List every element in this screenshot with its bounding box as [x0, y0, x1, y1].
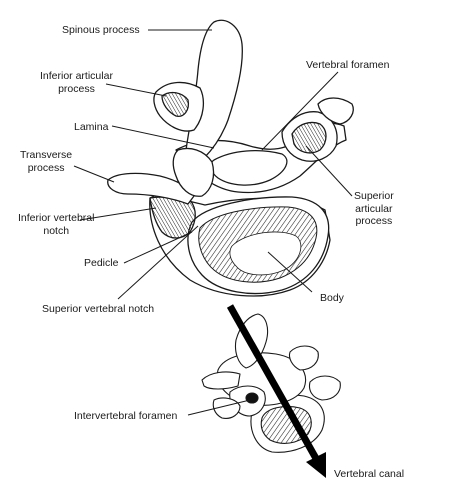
label-inferior-vertebral-notch: Inferior vertebral notch [18, 212, 95, 237]
leader-inferior-articular [105, 83, 167, 97]
label-superior-articular-process: Superior articular process [354, 190, 394, 227]
stacked-vertebrae [201, 313, 341, 453]
leader-body [267, 251, 313, 293]
label-spinous-process: Spinous process [62, 24, 140, 36]
mammillary-process [317, 97, 354, 125]
top-vertebra [107, 19, 354, 297]
vertebral-canal-arrow [226, 304, 326, 478]
label-intervertebral-foramen: Intervertebral foramen [74, 410, 178, 422]
leader-superior-notch [117, 225, 199, 300]
label-body: Body [320, 292, 344, 304]
inferior-articular-facet [161, 91, 190, 117]
label-vertebral-canal: Vertebral canal [334, 468, 405, 480]
intervertebral-foramen-hole [245, 392, 259, 404]
leader-intervertebral-foramen [187, 399, 251, 416]
leader-lamina [111, 125, 215, 149]
superior-articular-facet [291, 121, 327, 154]
leader-transverse [73, 165, 115, 183]
upper-stack-right-process [288, 345, 319, 371]
lower-articular-lobe [172, 147, 215, 197]
body-inner [229, 231, 302, 276]
label-lamina: Lamina [74, 121, 109, 133]
leader-lines [73, 29, 353, 416]
label-pedicle: Pedicle [84, 257, 119, 269]
upper-stack-transverse [201, 371, 241, 390]
label-vertebral-foramen: Vertebral foramen [306, 59, 390, 71]
label-superior-vertebral-notch: Superior vertebral notch [42, 303, 155, 315]
label-inferior-articular-process: Inferior articular process [40, 70, 113, 95]
lower-stack-left-process [212, 397, 241, 419]
leader-superior-articular [305, 145, 353, 197]
transverse-process-left [107, 172, 195, 205]
leader-pedicle [123, 231, 193, 264]
label-transverse-process: Transverse process [20, 149, 73, 174]
lower-stack-right-process [308, 375, 341, 401]
leader-vertebral-foramen [261, 71, 339, 151]
leader-inferior-notch [79, 207, 157, 221]
